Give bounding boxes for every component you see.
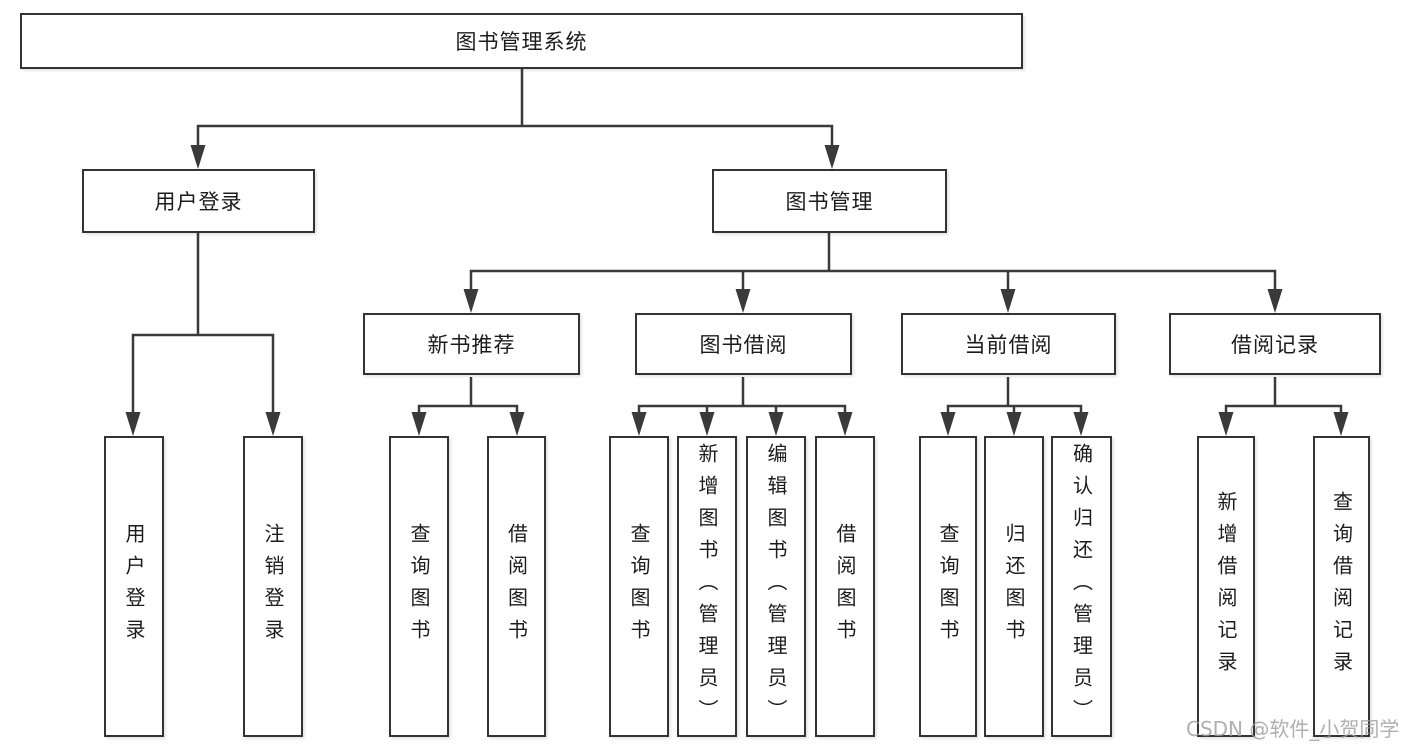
leaf-query-borrow-record: 查询借阅记录 bbox=[1313, 436, 1370, 737]
leaf-borrow-books-recommend: 借阅图书 bbox=[487, 436, 546, 737]
leaf-return-books: 归还图书 bbox=[984, 436, 1044, 737]
node-user-login: 用户登录 bbox=[82, 169, 315, 233]
node-book-management: 图书管理 bbox=[712, 169, 947, 233]
leaf-user-login: 用户登录 bbox=[104, 436, 164, 737]
node-current-borrow: 当前借阅 bbox=[901, 313, 1116, 375]
leaf-query-books-current: 查询图书 bbox=[919, 436, 977, 737]
leaf-logout: 注销登录 bbox=[243, 436, 303, 737]
leaf-add-borrow-record: 新增借阅记录 bbox=[1197, 436, 1255, 737]
node-borrow-records: 借阅记录 bbox=[1169, 313, 1381, 375]
leaf-add-books-admin: 新增图书（管理员） bbox=[677, 436, 737, 737]
watermark: CSDN @软件_小贺同学 bbox=[1186, 717, 1400, 741]
leaf-confirm-return-admin: 确认归还（管理员） bbox=[1051, 436, 1112, 737]
node-root: 图书管理系统 bbox=[20, 13, 1023, 69]
node-book-borrow: 图书借阅 bbox=[635, 313, 852, 375]
leaf-borrow-books: 借阅图书 bbox=[815, 436, 875, 737]
leaf-edit-books-admin: 编辑图书（管理员） bbox=[746, 436, 806, 737]
leaf-query-books-recommend: 查询图书 bbox=[389, 436, 449, 737]
node-new-book-recommend: 新书推荐 bbox=[363, 313, 580, 375]
arrow-down-icons bbox=[125, 145, 1349, 436]
leaf-query-books-borrow: 查询图书 bbox=[609, 436, 669, 737]
